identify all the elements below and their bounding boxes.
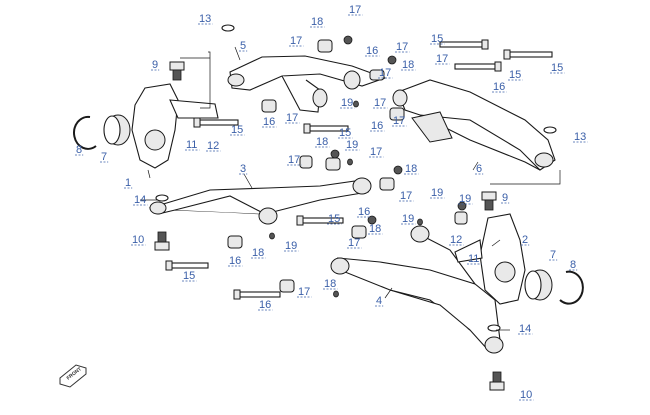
callout-label: 13 (574, 131, 586, 143)
callout-label: 12 (207, 140, 219, 152)
lower-left-a-arm (148, 177, 372, 225)
upper-right-a-arm (392, 79, 556, 171)
callout-label: 19 (431, 187, 443, 199)
callout-label: 15 (509, 69, 521, 81)
callout-label: 19 (346, 139, 358, 151)
callout-label: 5 (240, 40, 246, 52)
callout-label: 18 (402, 59, 414, 71)
callout-label: 10 (520, 389, 532, 401)
callout-label: 16 (259, 299, 271, 311)
callout-label: 12 (450, 234, 462, 246)
callout-label: 2 (522, 234, 528, 246)
lower-ball-joint-left (154, 231, 170, 251)
callout-label: 14 (519, 323, 531, 335)
callout-label: 1 (125, 177, 131, 189)
callout-label: 17 (286, 112, 298, 124)
callout-labels: 1234567788991010111112121313141415151515… (75, 4, 588, 401)
callout-label: 18 (324, 278, 336, 290)
callout-label: 17 (288, 154, 300, 166)
callout-label: 4 (376, 295, 382, 307)
callout-label: 8 (76, 144, 82, 156)
washers (269, 100, 423, 298)
callout-label: 17 (349, 4, 361, 16)
callout-label: 10 (132, 234, 144, 246)
callout-label: 16 (358, 206, 370, 218)
leader-lines (140, 46, 561, 331)
callout-label: 15 (551, 62, 563, 74)
callout-label: 16 (493, 81, 505, 93)
left-circlip (73, 115, 97, 150)
callout-label: 19 (402, 213, 414, 225)
callout-label: 17 (290, 35, 302, 47)
callout-label: 19 (341, 97, 353, 109)
callout-label: 11 (186, 139, 197, 151)
callout-label: 3 (240, 163, 246, 175)
right-hub-bearing (524, 269, 553, 301)
right-circlip (559, 270, 584, 305)
callout-label: 11 (468, 253, 479, 265)
callout-label: 6 (476, 163, 482, 175)
callout-label: 14 (134, 194, 146, 206)
callout-label: 9 (502, 192, 508, 204)
callout-label: 16 (366, 45, 378, 57)
callout-label: 18 (316, 136, 328, 148)
bushings (227, 35, 468, 293)
callout-label: 7 (101, 151, 107, 163)
front-direction-badge: FRONT (59, 364, 87, 388)
callout-label: 16 (263, 116, 275, 128)
callout-label: 18 (311, 16, 323, 28)
upper-ball-joint-left (169, 61, 185, 81)
callout-label: 18 (369, 223, 381, 235)
callout-label: 8 (570, 259, 576, 271)
callout-label: 15 (431, 33, 443, 45)
callout-label: 15 (231, 124, 243, 136)
callout-label: 15 (339, 127, 351, 139)
lower-ball-joint-right (489, 371, 505, 391)
callout-label: 19 (459, 193, 471, 205)
left-hub-bearing (103, 114, 131, 146)
callout-label: 17 (370, 146, 382, 158)
callout-label: 16 (371, 120, 383, 132)
callout-label: 18 (405, 163, 417, 175)
lower-right-a-arm (330, 225, 504, 354)
callout-label: 17 (400, 190, 412, 202)
callout-label: 15 (183, 270, 195, 282)
upper-ball-joint-right (481, 191, 497, 211)
callout-label: 19 (285, 240, 297, 252)
callout-label: 15 (328, 213, 340, 225)
callout-label: 17 (348, 237, 360, 249)
callout-label: 18 (252, 247, 264, 259)
callout-label: 16 (229, 255, 241, 267)
seal-rings (155, 24, 557, 332)
bolts (165, 39, 553, 300)
callout-label: 17 (374, 97, 386, 109)
callout-label: 13 (199, 13, 211, 25)
right-steering-knuckle (454, 213, 526, 305)
callout-label: 17 (393, 115, 405, 127)
callout-label: 17 (396, 41, 408, 53)
upper-rear-a-arm (227, 55, 387, 113)
callout-label: 7 (550, 249, 556, 261)
callout-label: 17 (379, 67, 391, 79)
callout-label: 17 (436, 53, 448, 65)
callout-label: 17 (298, 286, 310, 298)
left-steering-knuckle (131, 83, 219, 169)
callout-label: 9 (152, 59, 158, 71)
